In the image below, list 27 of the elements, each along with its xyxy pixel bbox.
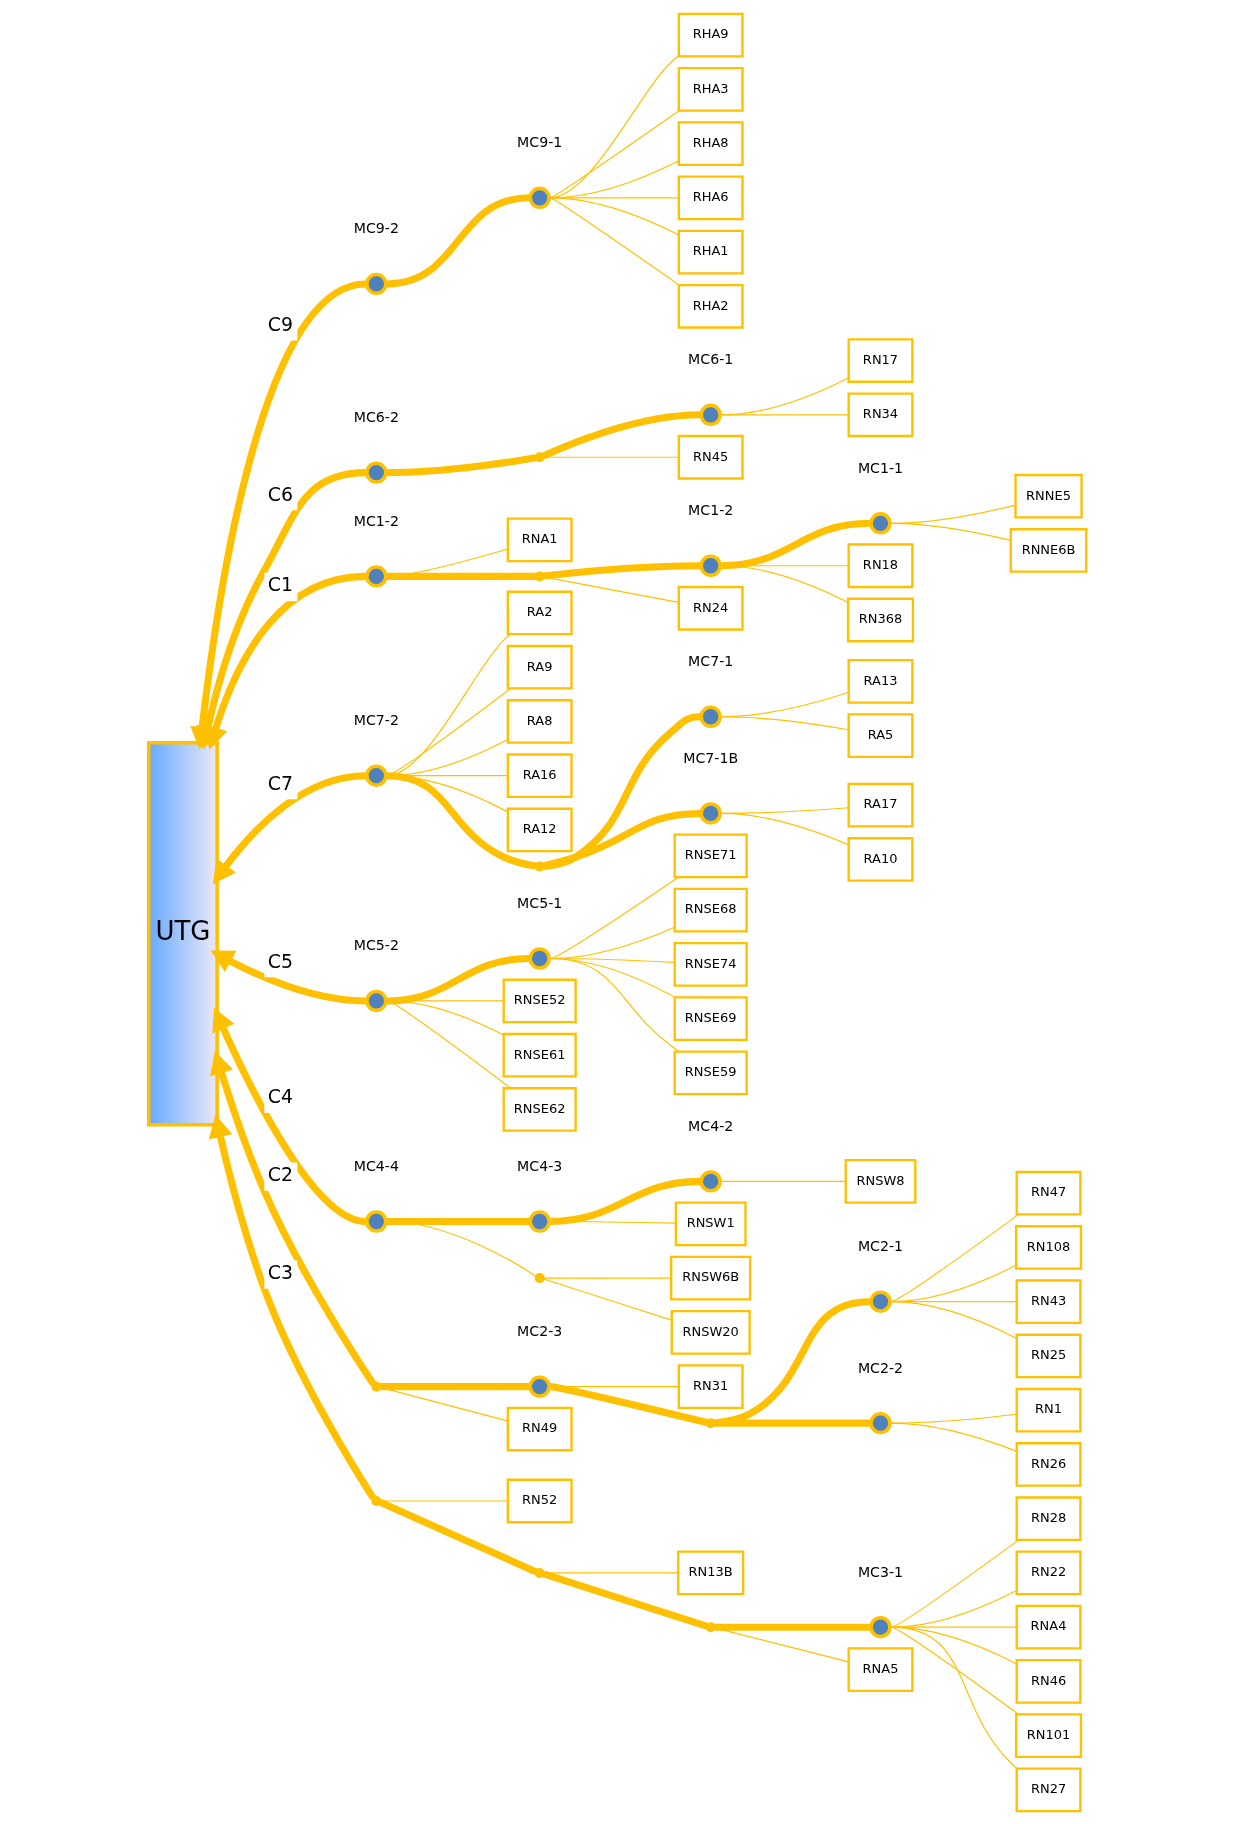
node-label: MC1-2 (687, 501, 733, 518)
edge-label: C7 (267, 771, 293, 794)
node-label: MC4-4 (353, 1157, 399, 1174)
edge-label: C6 (267, 482, 293, 505)
node-label: MC9-2 (353, 219, 399, 236)
node-label: MC6-1 (687, 350, 733, 367)
edge-label: C4 (267, 1084, 293, 1107)
node-label: MC3-1 (857, 1563, 903, 1580)
edge-label: C2 (267, 1162, 293, 1185)
node-label: MC7-1 (687, 652, 733, 669)
node-label: MC6-2 (353, 408, 399, 425)
node-label: MC9-1 (516, 133, 562, 150)
node-label: MC7-2 (353, 711, 399, 728)
node-label: MC4-3 (516, 1157, 562, 1174)
edge-label: C9 (267, 312, 293, 335)
node-label: MC5-1 (516, 894, 562, 911)
node-label: MC4-2 (687, 1117, 733, 1134)
edge-label: C1 (267, 572, 293, 595)
node-label: MC7-1B (682, 749, 738, 766)
node-label: MC1-1 (857, 459, 903, 476)
node-label: MC2-3 (516, 1322, 562, 1339)
node-label: MC2-2 (857, 1359, 903, 1376)
node-label: MC1-2 (353, 512, 399, 529)
edge-label: C3 (267, 1260, 293, 1283)
node-label: MC5-2 (353, 936, 399, 953)
edge-label: C5 (267, 949, 293, 972)
node-label: MC2-1 (857, 1237, 903, 1254)
